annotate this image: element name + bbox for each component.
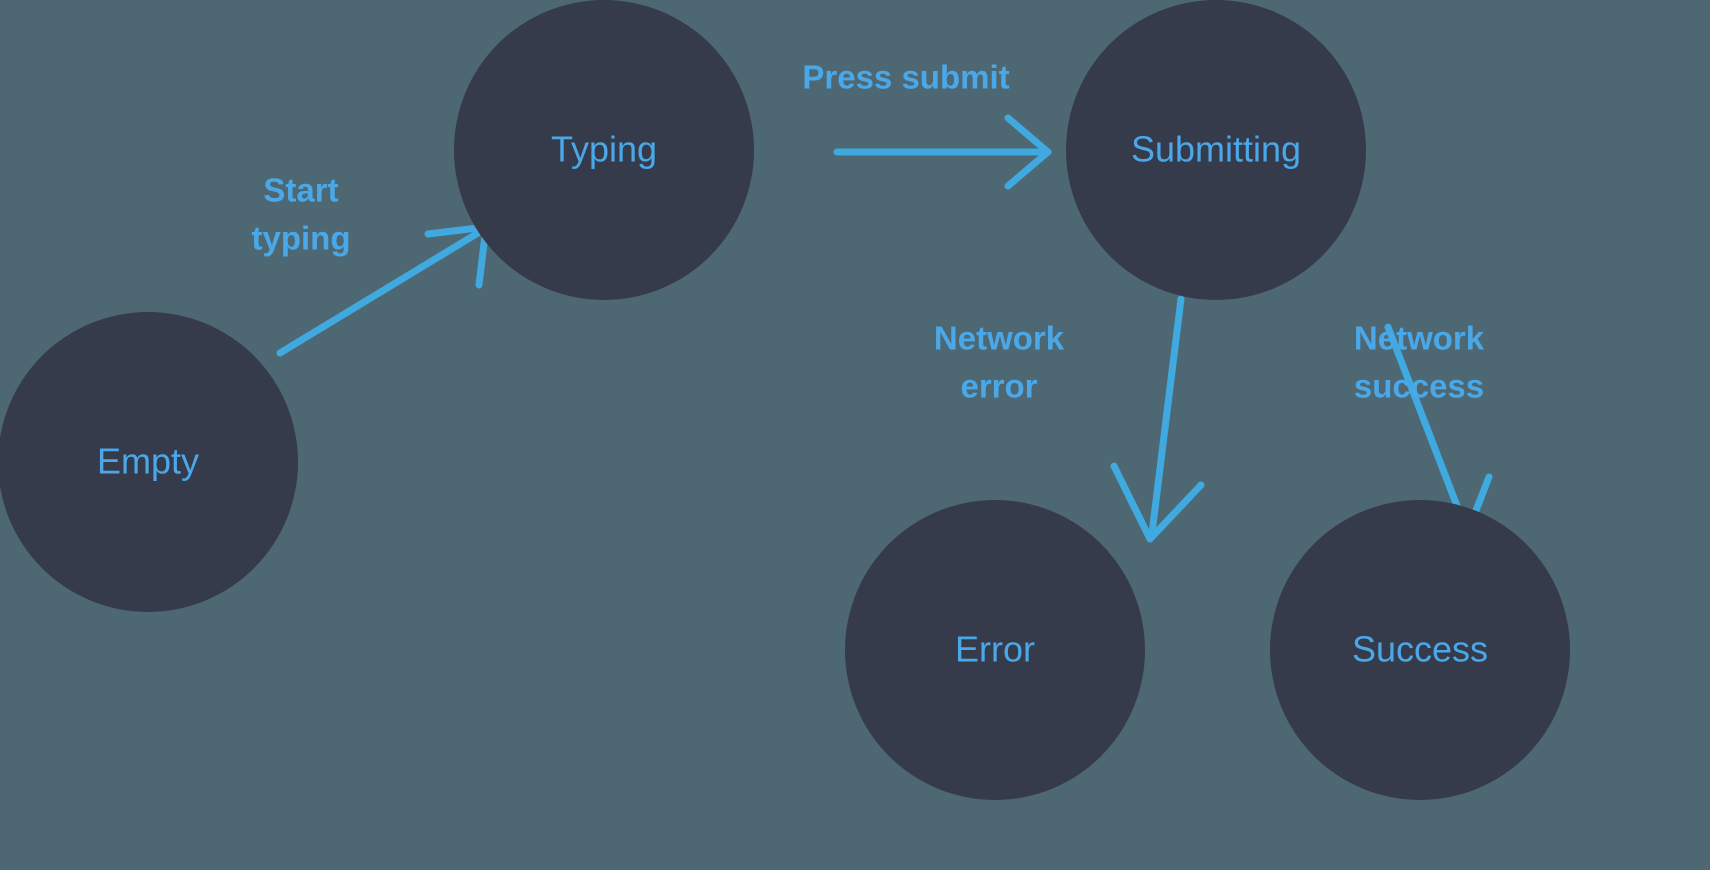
state-node-typing-circle (454, 0, 754, 300)
transition-label-press-submit-line1: Press submit (802, 59, 1009, 96)
state-node-submitting-label: Submitting (1131, 129, 1301, 170)
transition-label-start-typing: Start typing (252, 172, 351, 257)
transition-label-network-success: Network success (1354, 320, 1485, 405)
state-node-empty[interactable]: Empty (0, 312, 298, 612)
transition-network-success-line (1384, 323, 1468, 528)
state-node-typing[interactable]: Typing (454, 0, 754, 300)
transition-press-submit[interactable] (833, 114, 1052, 190)
transition-start-typing-line (276, 229, 482, 357)
state-node-typing-label: Typing (551, 129, 657, 170)
transition-network-success[interactable] (1384, 323, 1493, 535)
transition-network-error-arrowhead (1110, 462, 1205, 543)
state-node-error-circle (845, 500, 1145, 800)
state-node-submitting-circle (1066, 0, 1366, 300)
state-node-empty-circle (0, 312, 298, 612)
state-node-success[interactable]: Success (1270, 500, 1570, 800)
transition-press-submit-arrowhead (1004, 114, 1052, 190)
transition-label-press-submit: Press submit (802, 59, 1009, 96)
state-node-error-label: Error (955, 629, 1035, 670)
transition-label-network-success-line1: Network (1354, 320, 1485, 357)
state-node-empty-label: Empty (97, 441, 199, 482)
state-node-error[interactable]: Error (845, 500, 1145, 800)
transition-label-network-error-line2: error (960, 368, 1037, 405)
transition-label-network-success-line2: success (1354, 368, 1484, 405)
transition-label-network-error: Network error (934, 320, 1065, 405)
transition-label-network-error-line1: Network (934, 320, 1065, 357)
transition-label-start-typing-line1: Start (263, 172, 338, 209)
transition-network-error[interactable] (1110, 295, 1205, 543)
state-node-success-label: Success (1352, 629, 1488, 670)
state-node-success-circle (1270, 500, 1570, 800)
transition-network-error-line (1148, 295, 1185, 537)
state-node-submitting[interactable]: Submitting (1066, 0, 1366, 300)
transition-label-start-typing-line2: typing (252, 220, 351, 257)
